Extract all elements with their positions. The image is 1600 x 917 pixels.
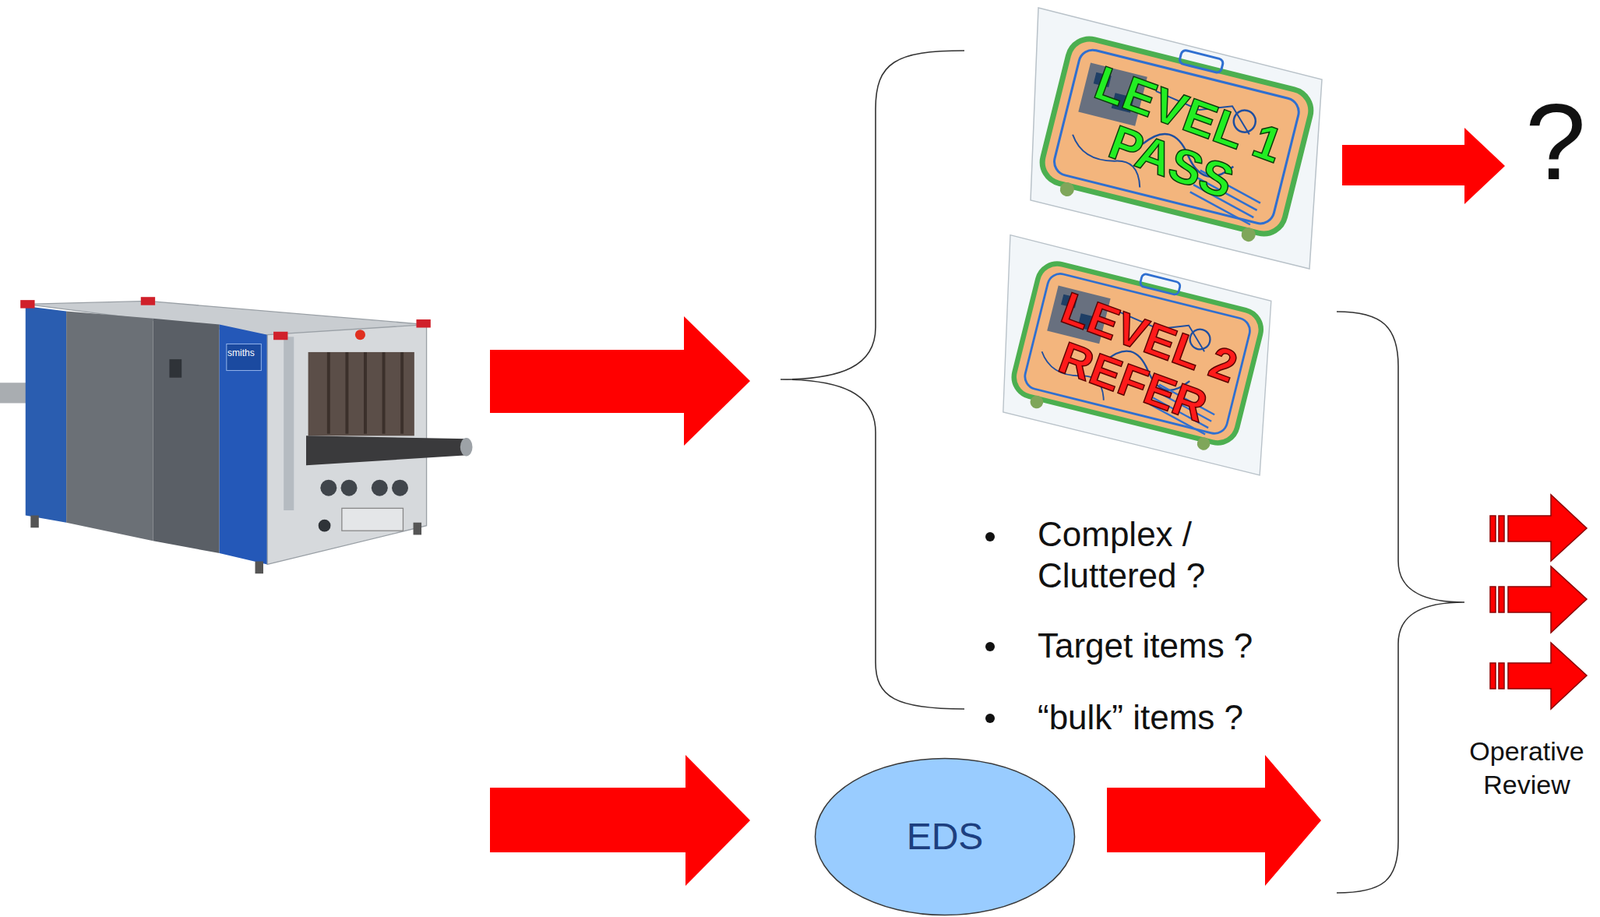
arrow <box>489 754 751 886</box>
bullet-text: Target items ? <box>1037 625 1253 667</box>
node-text-group: LEVEL 1 PASS <box>1053 50 1308 226</box>
drawing-part <box>283 336 294 511</box>
drawing-part <box>152 318 219 554</box>
drawing-part <box>341 479 358 497</box>
eds-ellipse: EDS <box>814 757 1076 917</box>
brace <box>1336 311 1465 893</box>
bullet <box>985 532 995 542</box>
bullet-text: “bulk” items ? <box>1037 697 1244 739</box>
node-label: EDS <box>906 817 984 857</box>
drawing-part <box>169 359 182 378</box>
drawing-part <box>308 352 415 436</box>
drawing-part <box>318 519 332 533</box>
arrow <box>1342 127 1505 205</box>
node-text-group: EDS <box>906 817 984 857</box>
verdict-text: LEVEL 2 REFER <box>1018 276 1264 444</box>
refer-image: LEVEL 2 REFER <box>1000 231 1282 489</box>
ellipse-shape <box>815 758 1075 916</box>
drawing-part <box>140 296 156 305</box>
drawing-part <box>391 479 409 497</box>
drawing-part <box>306 435 468 466</box>
bullet <box>985 641 995 652</box>
drawing-part <box>320 479 337 497</box>
bullet <box>985 713 995 723</box>
drawing-part <box>415 319 430 328</box>
xray-image <box>1003 235 1272 476</box>
bullet-text: Complex / Cluttered ? <box>1037 514 1303 597</box>
drawing-part <box>413 522 422 536</box>
arrow <box>489 316 751 446</box>
review-arrows <box>1490 494 1587 709</box>
drawing-part <box>460 437 473 457</box>
drawing-part <box>341 507 404 531</box>
drawing-part <box>1508 566 1587 633</box>
drawing-part <box>1490 586 1496 613</box>
drawing-part <box>273 331 288 340</box>
arrow <box>1106 754 1322 886</box>
drawing-part <box>30 515 39 529</box>
drawing-part <box>226 343 262 371</box>
question-mark: ? <box>1525 87 1586 197</box>
brand-label: smiths <box>227 347 255 359</box>
drawing-part <box>1490 662 1496 689</box>
node-text-group: LEVEL 2 REFER <box>1018 276 1264 444</box>
drawing-part <box>1498 586 1505 613</box>
drawing-part <box>355 329 366 340</box>
drawing-part <box>1508 642 1587 709</box>
drawing-part <box>1498 515 1505 542</box>
xray-machine <box>0 296 473 574</box>
xray-image <box>1030 7 1322 269</box>
drawing-part <box>1508 494 1587 561</box>
review-label: Operative Review <box>1460 734 1593 801</box>
drawing-part <box>328 352 402 434</box>
verdict-text: LEVEL 1 PASS <box>1053 50 1308 226</box>
drawing-part <box>1490 515 1496 542</box>
drawing-part <box>219 324 268 565</box>
drawing-part <box>25 306 67 523</box>
pass-image: LEVEL 1 PASS <box>1028 3 1333 273</box>
drawing-part <box>20 299 35 308</box>
brace <box>780 50 965 709</box>
drawing-part <box>371 479 388 497</box>
drawing-part <box>66 311 153 542</box>
drawing-part <box>255 560 264 574</box>
drawing-part <box>1498 662 1505 689</box>
